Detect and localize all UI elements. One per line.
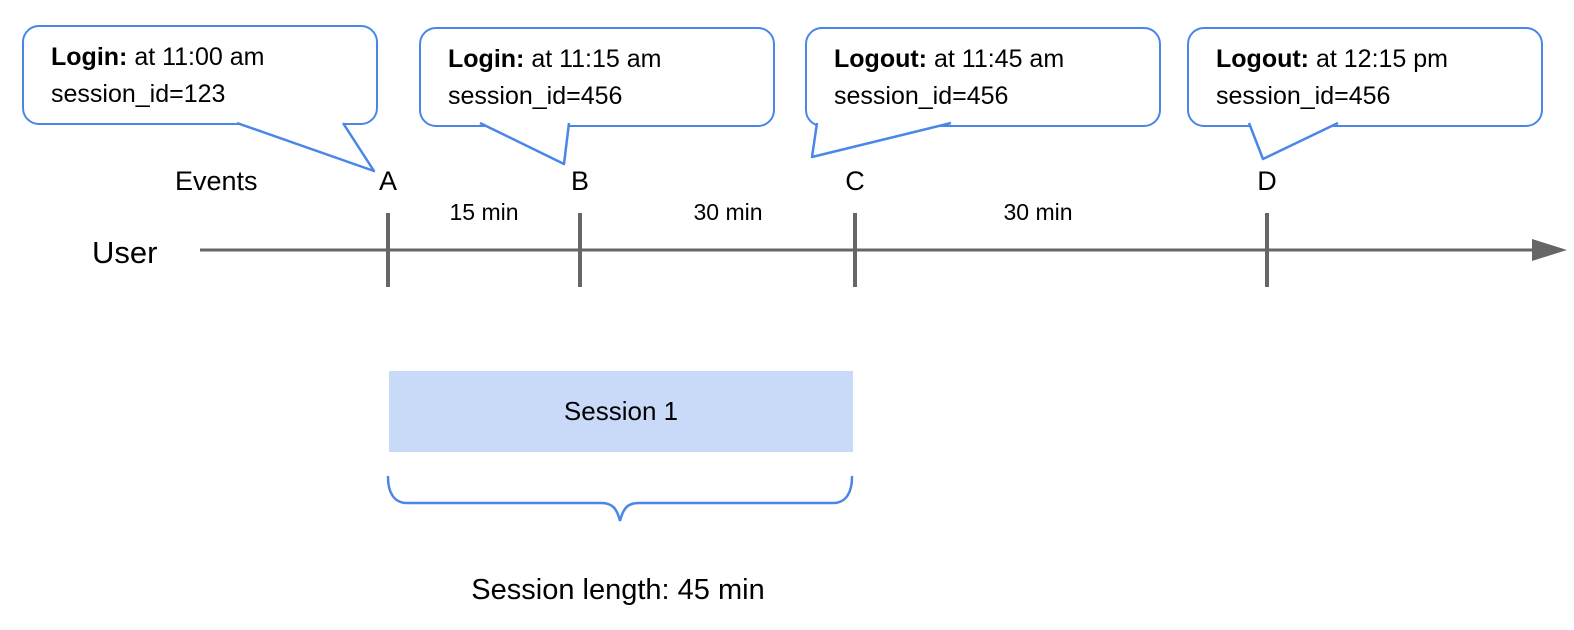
callout-line1: Logout: at 12:15 pm [1216, 41, 1531, 78]
callout-login-A: Login: at 11:00 am session_id=123 [22, 25, 378, 125]
callout-logout-D: Logout: at 12:15 pm session_id=456 [1187, 27, 1543, 127]
event-type: Logout: [1216, 45, 1310, 73]
marker-A: A [378, 166, 398, 196]
marker-D: D [1257, 166, 1277, 196]
event-time: at 11:45 am [933, 45, 1065, 73]
interval-A-B: 15 min [449, 199, 519, 225]
callout-session-id: session_id=456 [448, 82, 623, 110]
event-time: at 12:15 pm [1315, 45, 1448, 73]
marker-B: B [570, 166, 590, 196]
event-type: Login: [448, 45, 525, 73]
event-type: Logout: [834, 45, 928, 73]
arrowhead-icon [1532, 239, 1567, 261]
callout-session-id: session_id=456 [1216, 82, 1391, 110]
callout-line1: Login: at 11:15 am [448, 41, 763, 78]
event-time: at 11:15 am [531, 45, 662, 73]
underbrace-icon [386, 475, 854, 522]
timeline-axis [200, 239, 1567, 261]
callout-session-id: session_id=123 [51, 80, 226, 108]
session-box-label: Session 1 [563, 396, 679, 426]
marker-C: C [845, 166, 865, 196]
callout-logout-C: Logout: at 11:45 am session_id=456 [805, 27, 1161, 127]
interval-B-C: 30 min [693, 199, 763, 225]
tick-marks [386, 213, 1269, 287]
event-time: at 11:00 am [134, 43, 265, 71]
interval-C-D: 30 min [1003, 199, 1073, 225]
events-label: Events [175, 166, 258, 196]
callout-line1: Login: at 11:00 am [51, 39, 366, 76]
callout-tail-B-icon [479, 121, 571, 166]
callout-line1: Logout: at 11:45 am [834, 41, 1149, 78]
session-box: Session 1 [389, 371, 853, 452]
event-type: Login: [51, 43, 128, 71]
session-length-label: Session length: 45 min [471, 574, 765, 606]
callout-tail-A-icon [236, 121, 376, 173]
callout-session-id: session_id=456 [834, 82, 1009, 110]
callout-tail-D-icon [1247, 121, 1339, 161]
callout-login-B: Login: at 11:15 am session_id=456 [419, 27, 775, 127]
callout-tail-C-icon [810, 121, 952, 159]
user-label: User [92, 235, 158, 270]
